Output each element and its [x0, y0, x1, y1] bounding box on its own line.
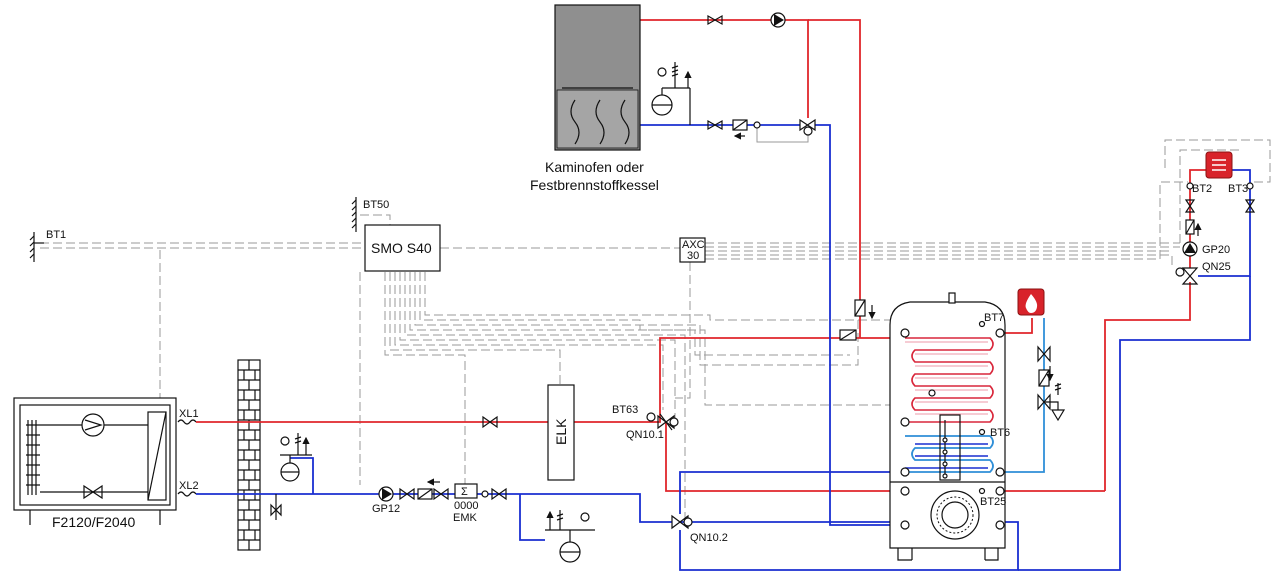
emk-display: 0000 — [454, 500, 478, 512]
return-valve-1 — [399, 487, 415, 501]
emk-label: EMK — [453, 512, 478, 524]
stove-label-2: Festbrennstoffkessel — [530, 177, 659, 193]
control-wiring — [40, 128, 1271, 520]
energy-meter-emk: Σ 0000 EMK — [453, 483, 478, 524]
sensor-bt3 — [1246, 182, 1254, 190]
elk-label: ELK — [553, 418, 569, 445]
expansion-valve-icon — [83, 484, 103, 500]
bt2-label: BT2 — [1192, 183, 1212, 195]
stove-check-valve — [854, 299, 876, 320]
outdoor-sensor-bt1: BT1 — [29, 229, 66, 262]
electric-heater-elk: ELK — [547, 384, 575, 481]
valve-qn10-1: QN10.1 — [626, 413, 679, 441]
dhw-safety-group — [1037, 345, 1066, 422]
wood-stove: Kaminofen oder Festbrennstoffkessel — [530, 4, 659, 193]
flow-valve — [482, 415, 498, 429]
flex-hose-xl1-icon — [177, 419, 197, 425]
stove-pump-icon — [770, 12, 786, 28]
xl1-label: XL1 — [179, 408, 199, 420]
dhw-coil — [905, 435, 994, 473]
bt6-label: BT6 — [990, 427, 1010, 439]
stove-valve-bottom — [707, 119, 723, 131]
evaporator-coil-icon — [26, 420, 40, 495]
flame-icon — [570, 99, 630, 145]
gp20-label: GP20 — [1202, 244, 1230, 256]
pump-gp20: GP20 — [1182, 241, 1230, 257]
smo-label: SMO S40 — [371, 240, 432, 256]
building-wall — [237, 359, 261, 551]
bt1-label: BT1 — [46, 229, 66, 241]
heat-pump-label: F2120/F2040 — [52, 514, 135, 530]
gp12-label: GP12 — [372, 503, 400, 515]
bt50-label: BT50 — [363, 199, 389, 211]
stove-mixing-valve-icon — [799, 118, 816, 136]
axc-30-module: AXC 30 — [679, 237, 706, 263]
heating-coil — [905, 337, 994, 423]
pump-gp12: GP12 — [372, 486, 400, 515]
sensor-bt63 — [646, 412, 656, 422]
flame-drop-icon — [1017, 288, 1045, 316]
stove-label-1: Kaminofen oder — [545, 159, 644, 175]
bt3-label: BT3 — [1228, 183, 1248, 195]
return-expansion-vessel — [545, 510, 595, 563]
qn25-label: QN25 — [1202, 261, 1231, 273]
stove-valve-top — [707, 14, 723, 26]
xl2-label: XL2 — [179, 480, 199, 492]
qn10-1-label: QN10.1 — [626, 429, 664, 441]
bt25-label: BT25 — [980, 496, 1006, 508]
stove-expansion-vessel — [651, 62, 692, 125]
hp-expansion-vessel — [280, 433, 312, 482]
heat-pump-unit: F2120/F2040 — [13, 397, 177, 530]
smo-s40-controller: SMO S40 — [364, 224, 441, 272]
buffer-tank: BT7 BT6 BT25 — [889, 292, 1010, 561]
radiator-icon — [1205, 151, 1233, 179]
bt63-label: BT63 — [612, 404, 638, 416]
compressor-icon — [81, 413, 105, 437]
axc-label-2: 30 — [687, 250, 699, 262]
axc-label-1: AXC — [682, 239, 705, 251]
valve-qn25: QN25 — [1175, 261, 1231, 285]
emk-sigma: Σ — [461, 486, 468, 498]
flex-hose-xl2-icon — [177, 491, 197, 497]
bt7-label: BT7 — [984, 312, 1004, 324]
valve-qn10-2: QN10.2 — [671, 514, 728, 544]
room-sensor-bt50: BT50 — [351, 197, 389, 232]
qn10-2-label: QN10.2 — [690, 532, 728, 544]
sensor-bt2 — [1186, 182, 1194, 190]
